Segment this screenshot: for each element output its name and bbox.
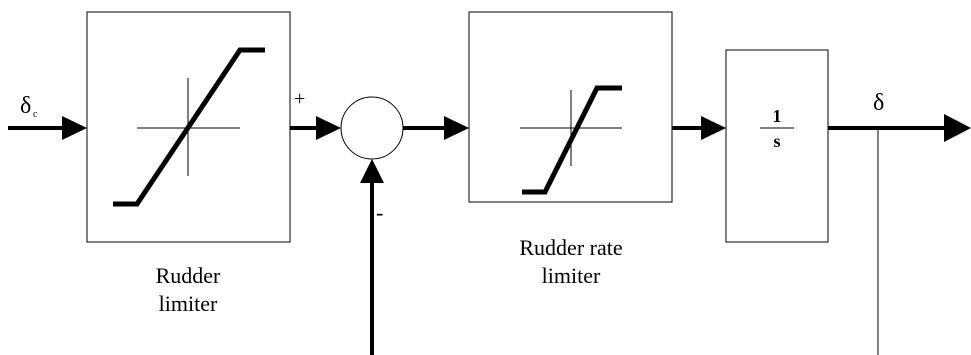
rudder-limiter-label-line1: Rudder bbox=[156, 263, 221, 288]
output-signal-label: δ bbox=[873, 90, 884, 116]
input-signal-label: δ bbox=[20, 93, 31, 119]
input-signal-subscript: c bbox=[33, 109, 38, 120]
input-arrowhead bbox=[62, 116, 87, 140]
rudder-limiter-block bbox=[86, 11, 291, 243]
sum-plus-sign: + bbox=[294, 88, 305, 110]
feedback-arrowhead bbox=[360, 159, 384, 183]
integrator-denominator: s bbox=[773, 131, 780, 151]
sum-to-rate-arrowhead bbox=[444, 116, 469, 140]
rate-limiter-label-line1: Rudder rate bbox=[519, 235, 622, 260]
rate-limiter-label-line2: limiter bbox=[542, 263, 601, 288]
integrator-numerator: 1 bbox=[773, 106, 782, 126]
integrator-box bbox=[725, 49, 829, 243]
rudder-limiter-label-line2: limiter bbox=[159, 291, 218, 316]
integrator-block: 1 s bbox=[725, 49, 829, 243]
rate-to-integrator-arrowhead bbox=[701, 116, 726, 140]
rate-limiter-box bbox=[468, 11, 673, 203]
limiter-to-sum-arrowhead bbox=[316, 116, 341, 140]
summing-junction bbox=[340, 96, 404, 160]
rate-limiter-block bbox=[468, 11, 673, 203]
rate-limiter-curve bbox=[522, 85, 622, 195]
rudder-limiter-curve bbox=[113, 47, 265, 207]
output-arrowhead bbox=[944, 114, 971, 142]
sum-minus-sign: - bbox=[376, 200, 383, 225]
